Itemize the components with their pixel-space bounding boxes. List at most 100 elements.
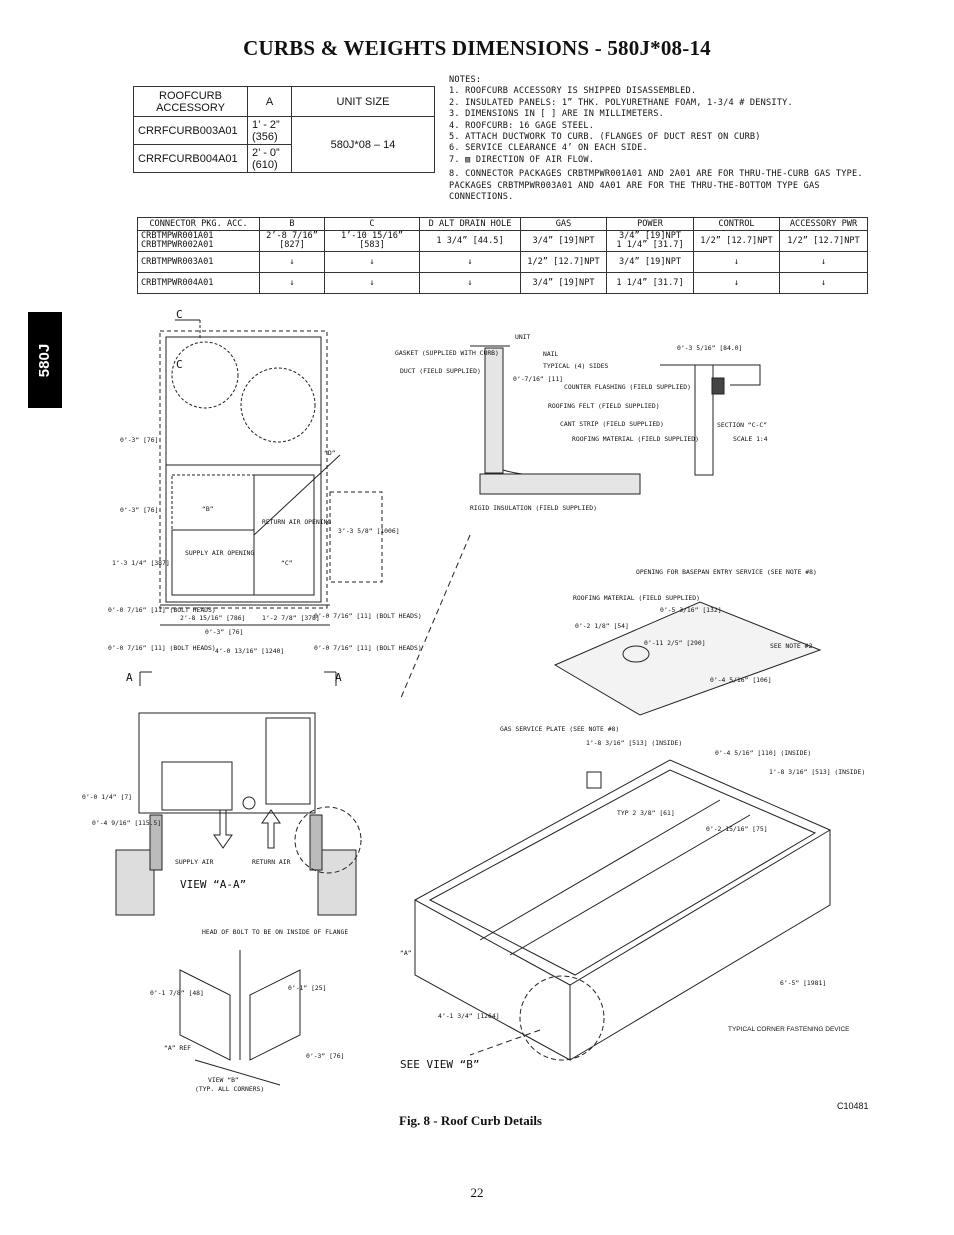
roofing-felt-label: ROOFING FELT (FIELD SUPPLIED) <box>548 402 660 410</box>
a-mark-right: A <box>335 671 342 684</box>
note-item: 1. ROOFCURB ACCESSORY IS SHIPPED DISASSE… <box>449 86 697 97</box>
dim-label: 0’-4 5/16” [106] <box>710 676 772 684</box>
cell-c: ↓ <box>324 251 420 273</box>
curb-rail <box>484 347 504 474</box>
dim-label: 0’-3” [76] <box>120 506 158 514</box>
cell-power: 3/4” [19]NPT 1 1/4” [31.7] <box>606 230 694 252</box>
connector-table: CONNECTOR PKG. ACC. B C D ALT DRAIN HOLE… <box>137 217 868 294</box>
cant-strip-label: CANT STRIP (FIELD SUPPLIED) <box>560 420 664 428</box>
opening-baseplan-label: OPENING FOR BASEPAN ENTRY SERVICE (SEE N… <box>636 568 817 576</box>
counter-flashing-label: COUNTER FLASHING (FIELD SUPPLIED) <box>564 383 691 391</box>
table-row: CRBTMPWR004A01 ↓ ↓ ↓ 3/4” [19]NPT 1 1/4”… <box>137 272 868 294</box>
section-cc-block <box>711 377 725 395</box>
cell-unit-size: 580J*08 – 14 <box>291 116 435 173</box>
section-cc-top <box>660 364 761 386</box>
typ-label: TYP 2 3/8” [61] <box>617 809 675 817</box>
unit-body <box>138 712 316 814</box>
roofcurb-table: ROOFCURB ACCESSORY A UNIT SIZE CRRFCURB0… <box>133 86 435 173</box>
curb-left-hatch <box>115 849 155 916</box>
cell-acc: ↓ <box>779 272 868 294</box>
note-item: 8. CONNECTOR PACKAGES CRBTMPWR001A01 AND… <box>449 169 863 203</box>
duct-label: DUCT (FIELD SUPPLIED) <box>400 367 481 375</box>
page-number: 22 <box>470 1185 484 1200</box>
roof-curb-drawing: C C A A “D” “B” “C” RETURN AIR OPENING S… <box>82 308 865 1093</box>
return-air-arrow <box>261 809 281 849</box>
cell-gas: 3/4” [19]NPT <box>520 230 607 252</box>
dim-label: 0’-2 15/16” [75] <box>706 825 768 833</box>
gas-service-label: GAS SERVICE PLATE (SEE NOTE #8) <box>500 725 619 733</box>
table-header-row: ROOFCURB ACCESSORY A UNIT SIZE <box>133 86 435 117</box>
view-aa-label: VIEW “A-A” <box>180 878 246 891</box>
col-header-d: D ALT DRAIN HOLE <box>419 217 521 231</box>
fan-circle-2 <box>240 367 316 443</box>
dim-label: 0’-1 7/8” [48] <box>150 989 204 997</box>
see-note2-label: SEE NOTE #2 <box>770 642 812 650</box>
notes-block: NOTES: 1. ROOFCURB ACCESSORY IS SHIPPED … <box>449 75 889 203</box>
col-header-b: B <box>259 217 325 231</box>
return-box <box>253 474 315 596</box>
table-row: CRBTMPWR003A01 ↓ ↓ ↓ 1/2” [12.7]NPT 3/4”… <box>137 251 868 273</box>
curb-front-wall <box>414 900 571 1061</box>
col-header-power: POWER <box>606 217 694 231</box>
dim-label: 0’-2 1/8” [54] <box>575 622 629 630</box>
cell-b: ↓ <box>259 251 325 273</box>
dim-label: 0’-0 7/16” [11] (BOLT HEADS) <box>314 612 422 620</box>
dim-label: 1’-3 1/4” [387] <box>112 559 170 567</box>
notes-heading: NOTES: <box>449 75 482 85</box>
view-b-base <box>194 1059 281 1086</box>
roof-panels <box>553 601 822 716</box>
cell-pkg: CRBTMPWR001A01 CRBTMPWR002A01 <box>137 230 260 252</box>
dim-label: 0’-0 7/16” [11] (BOLT HEADS) <box>108 606 216 614</box>
cell-accessory: CRRFCURB004A01 <box>133 144 248 173</box>
col-header-c: C <box>324 217 420 231</box>
curb-crossbar-2 <box>509 814 751 956</box>
dashed-side-box <box>329 491 383 583</box>
cell-control: 1/2” [12.7]NPT <box>693 230 780 252</box>
cell-gas: 3/4” [19]NPT <box>520 272 607 294</box>
table-header-row: CONNECTOR PKG. ACC. B C D ALT DRAIN HOLE… <box>137 217 868 231</box>
curb-inner-frame <box>428 769 817 976</box>
cell-acc: 1/2” [12.7]NPT <box>779 230 868 252</box>
figure-caption: Fig. 8 - Roof Curb Details <box>399 1113 542 1128</box>
dim-label: 4’-0 13/16” [1240] <box>215 647 284 655</box>
a-ref-label: “A” REF <box>164 1044 191 1052</box>
curb-crossbar-1 <box>479 799 721 941</box>
dim-label: 0’-1” [25] <box>288 984 326 992</box>
d-mark: “D” <box>324 449 336 457</box>
dim-label: 0’-11 2/5” [290] <box>644 639 706 647</box>
view-aa <box>115 712 362 916</box>
view-b <box>179 950 301 1086</box>
cell-power: 3/4” [19]NPT <box>606 251 694 273</box>
supply-air-arrow <box>213 809 233 849</box>
cell-d: 1 3/4” [44.5] <box>419 230 521 252</box>
dim-label: 1’-8 3/16” [513] (INSIDE) <box>586 739 682 747</box>
dim-label: 0’-3” [76] <box>205 628 243 636</box>
note-item: 7. ▨ DIRECTION OF AIR FLOW. <box>449 154 595 165</box>
baseplan-opening <box>622 645 650 663</box>
section-cc-rail <box>694 364 714 476</box>
return-air-opening-label: RETURN AIR OPENING <box>262 518 331 526</box>
isometric-curb <box>399 534 832 1061</box>
fan-circle-1 <box>171 341 239 409</box>
note-item: 3. DIMENSIONS IN [ ] ARE IN MILLIMETERS. <box>449 109 664 120</box>
cell-a: 2’ - 0” (610) <box>247 144 292 173</box>
cell-d: ↓ <box>419 272 521 294</box>
cell-pkg: CRBTMPWR004A01 <box>137 272 260 294</box>
dim-label: 0’-3” [76] <box>306 1052 344 1060</box>
unit-fitting <box>242 796 256 810</box>
col-header-unit-size: UNIT SIZE <box>291 86 435 117</box>
dim-label: 0’-5 3/16” [132] <box>660 606 722 614</box>
section-cc-label: SECTION “C-C” <box>717 421 767 429</box>
scale-label: SCALE 1:4 <box>733 435 768 443</box>
unit-label: UNIT <box>515 333 531 341</box>
note-item: 5. ATTACH DUCTWORK TO CURB. (FLANGES OF … <box>449 132 761 143</box>
col-header-a: A <box>247 86 292 117</box>
b-mark: “B” <box>202 505 214 513</box>
cell-d: ↓ <box>419 251 521 273</box>
col-header-pkg: CONNECTOR PKG. ACC. <box>137 217 260 231</box>
dim-label: 1’-2 7/8” [378] <box>262 614 320 622</box>
plan-dashed-outline <box>159 330 328 609</box>
d-leader <box>253 454 341 536</box>
cell-a: 1’ - 2” (356) <box>247 116 292 145</box>
dim-label: 0’-4 5/16” [110] (INSIDE) <box>715 749 811 757</box>
